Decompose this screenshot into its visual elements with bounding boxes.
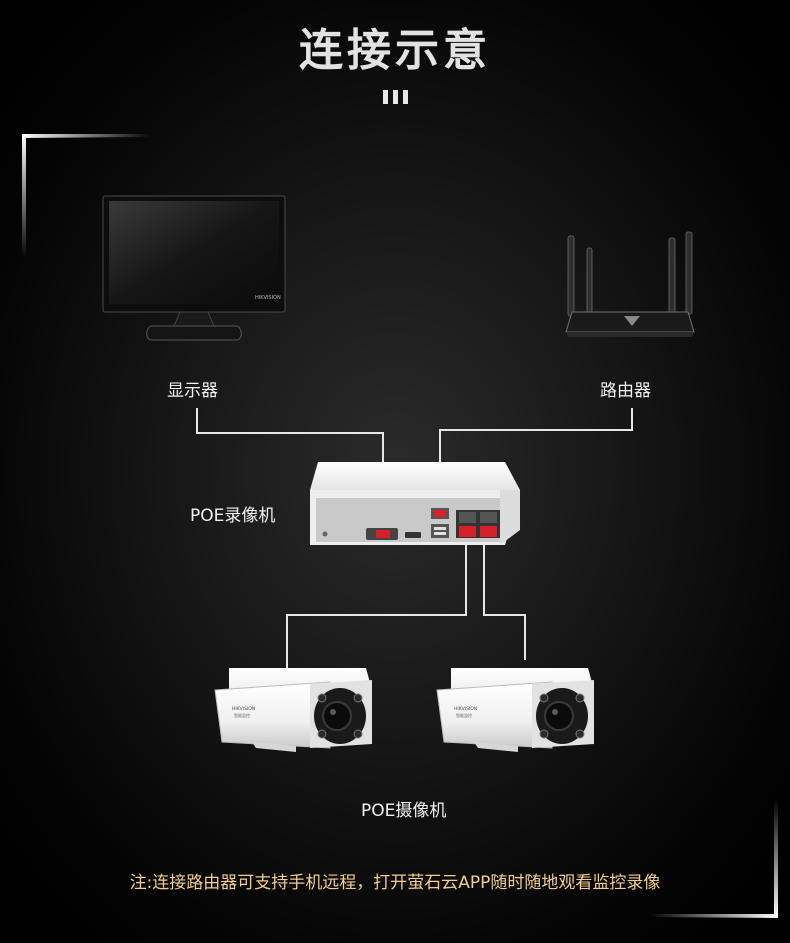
corner-decoration-bottom-right <box>650 800 778 918</box>
camera-right-brand: HIKVISION <box>454 706 477 712</box>
monitor-brand-text: HIKVISION <box>255 295 281 301</box>
router-label: 路由器 <box>600 381 651 401</box>
camera-left-brand: HIKVISION <box>232 706 255 712</box>
camera-right-brand-sub: 智能监控 <box>456 712 472 718</box>
page-title: 连接示意 <box>299 25 491 76</box>
nvr-device-icon <box>310 462 520 545</box>
wire-nvr-camera-right <box>483 538 526 660</box>
monitor-label: 显示器 <box>167 381 218 401</box>
camera-right-icon: HIKVISION 智能监控 <box>436 668 594 752</box>
camera-label: POE摄像机 <box>361 801 447 821</box>
footer-note: 注:连接路由器可支持手机远程，打开萤石云APP随时随地观看监控录像 <box>129 873 661 893</box>
nvr-label: POE录像机 <box>190 506 276 526</box>
title-decoration <box>383 90 408 104</box>
camera-left-icon: HIKVISION 智能监控 <box>214 668 372 752</box>
corner-decoration-top-left <box>22 134 150 258</box>
monitor-icon: HIKVISION <box>102 195 286 341</box>
camera-left-brand-sub: 智能监控 <box>234 712 250 718</box>
wire-nvr-camera-left <box>286 538 467 668</box>
router-icon <box>565 231 695 337</box>
